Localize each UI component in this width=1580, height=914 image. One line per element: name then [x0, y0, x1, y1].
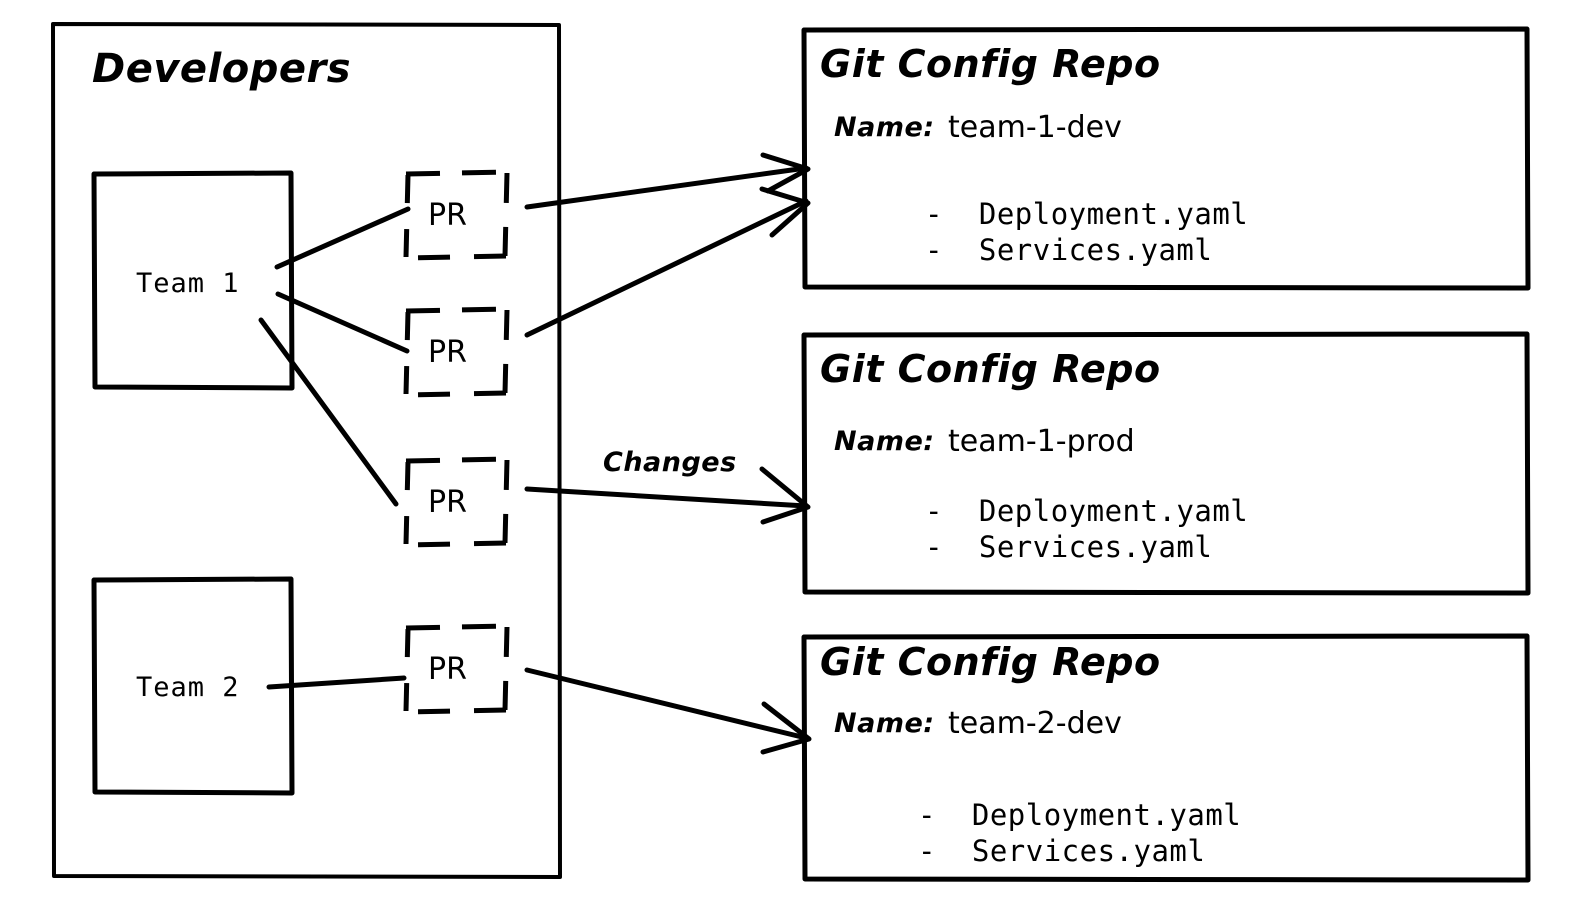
- pr-label-3: PR: [428, 485, 467, 520]
- repo-3-name-label: Name:: [834, 708, 935, 739]
- pr-label-4: PR: [428, 652, 467, 687]
- repo-1-heading: Git Config Repo: [820, 42, 1161, 86]
- team-1-label: Team 1: [136, 268, 240, 299]
- connector-team1-pr2: [275, 291, 410, 354]
- repo-2-file-0: - Deployment.yaml: [925, 494, 1249, 528]
- repo-1-file-1: - Services.yaml: [925, 233, 1213, 267]
- developers-title: Developers: [92, 46, 352, 92]
- changes-label: Changes: [603, 447, 737, 478]
- repo-2-name-label: Name:: [834, 426, 935, 457]
- repo-2-name-value: team-1-prod: [948, 424, 1135, 459]
- connector-team1-pr3: [258, 317, 399, 507]
- developers-container-box: [51, 22, 562, 879]
- team-2-label: Team 2: [136, 672, 240, 703]
- repo-3-name-value: team-2-dev: [948, 706, 1122, 741]
- repo-1-name-label: Name:: [834, 112, 935, 143]
- arrow-pr1-to-repo1: [524, 152, 811, 210]
- repo-3-heading: Git Config Repo: [820, 640, 1161, 684]
- connector-team2-pr4: [266, 675, 407, 690]
- repo-1-file-0: - Deployment.yaml: [925, 197, 1249, 231]
- arrow-pr2-to-repo1: [524, 186, 811, 338]
- repo-2-file-1: - Services.yaml: [925, 530, 1213, 564]
- repo-3-file-1: - Services.yaml: [918, 834, 1206, 868]
- pr-label-2: PR: [428, 335, 467, 370]
- repo-2-heading: Git Config Repo: [820, 347, 1161, 391]
- arrow-pr4-to-repo3: [524, 667, 812, 755]
- pr-label-1: PR: [428, 198, 467, 233]
- repo-1-name-value: team-1-dev: [948, 110, 1122, 145]
- repo-3-file-0: - Deployment.yaml: [918, 798, 1242, 832]
- connector-team1-pr1: [274, 206, 411, 270]
